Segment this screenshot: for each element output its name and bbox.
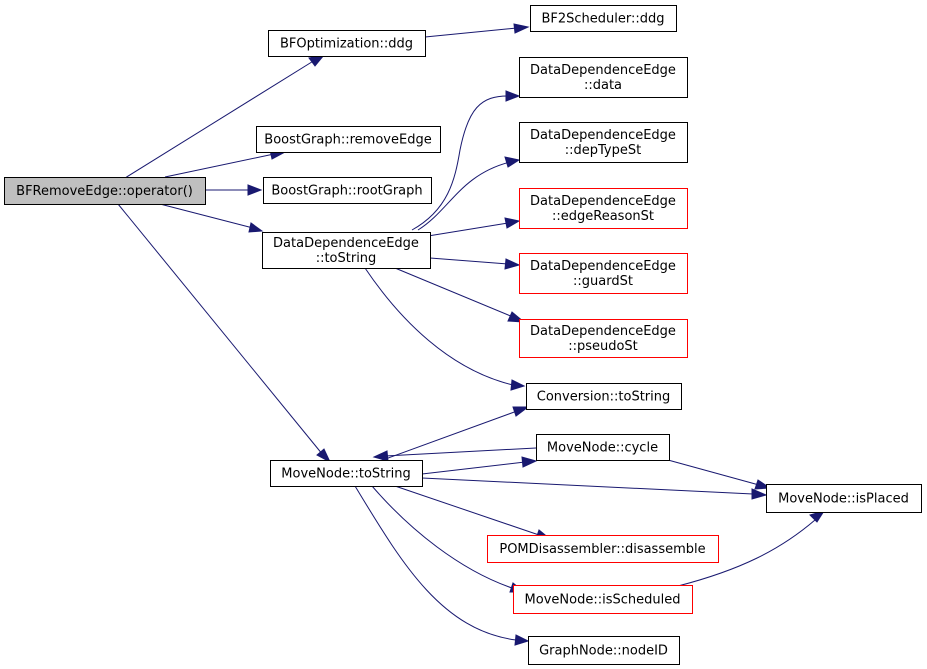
edge-mnodetostring-pomdis	[394, 485, 540, 536]
edge-root-bfopt	[124, 59, 316, 179]
edge-root-mnodetostring	[117, 203, 324, 456]
node-label: BoostGraph::rootGraph	[271, 184, 422, 199]
edge-ddetostring-ddeguard	[429, 257, 509, 265]
edge-root-bgremove	[164, 153, 275, 178]
node-datadependenceedge-data[interactable]: DataDependenceEdge::data	[519, 57, 688, 98]
node-datadependenceedge-tostring[interactable]: DataDependenceEdge::toString	[262, 232, 431, 269]
node-box[interactable]	[530, 5, 677, 32]
node-box[interactable]	[4, 177, 206, 205]
node-datadependenceedge-guardst[interactable]: DataDependenceEdge::guardSt	[519, 253, 688, 294]
arrowhead-mnodecycle	[521, 456, 538, 468]
node-label: GraphNode::nodeID	[539, 644, 668, 659]
node-box[interactable]	[270, 460, 423, 487]
node-label: BF2Scheduler::ddg	[541, 12, 664, 27]
node-label: ::data	[584, 78, 622, 93]
node-movenode-cycle[interactable]: MoveNode::cycle	[536, 434, 670, 461]
node-label: ::guardSt	[573, 274, 633, 289]
node-boostgraph-removeedge[interactable]: BoostGraph::removeEdge	[256, 126, 441, 153]
node-box[interactable]	[256, 126, 441, 153]
node-label: BFOptimization::ddg	[280, 37, 413, 52]
edge-ddetostring-convtostring	[364, 267, 514, 386]
arrowhead-ddetostring	[248, 222, 264, 233]
edge-mnodetostring-gnodeid	[354, 485, 517, 641]
node-datadependenceedge-pseudost[interactable]: DataDependenceEdge::pseudoSt	[519, 319, 688, 358]
arrowhead-ddedeptype	[504, 156, 521, 168]
node-conversion-tostring[interactable]: Conversion::toString	[526, 383, 682, 410]
node-boostgraph-rootgraph[interactable]: BoostGraph::rootGraph	[263, 177, 432, 204]
node-pomdisassembler-disassemble[interactable]: POMDisassembler::disassemble	[487, 535, 719, 563]
arrowhead-convtostring	[510, 379, 526, 391]
node-label: DataDependenceEdge	[530, 128, 676, 143]
arrowhead-convtostring-2	[512, 406, 530, 417]
node-bfremoveedge-operator[interactable]: BFRemoveEdge::operator()	[4, 177, 206, 205]
node-label: POMDisassembler::disassemble	[499, 542, 705, 557]
node-label: ::edgeReasonSt	[552, 209, 654, 224]
node-box[interactable]	[519, 57, 688, 98]
node-label: ::toString	[316, 251, 377, 266]
arrowhead-ddeedgereason	[504, 217, 521, 229]
node-box[interactable]	[519, 319, 688, 358]
edge-bfopt-bf2	[424, 27, 518, 38]
node-label: BFRemoveEdge::operator()	[16, 184, 193, 199]
node-label: DataDependenceEdge	[530, 259, 676, 274]
node-box[interactable]	[487, 535, 719, 563]
node-box[interactable]	[268, 30, 426, 57]
node-label: ::pseudoSt	[568, 339, 638, 354]
edge-mnodecycle-mnodetostring	[384, 447, 537, 457]
node-datadependenceedge-deptypest[interactable]: DataDependenceEdge::depTypeSt	[519, 122, 688, 163]
node-box[interactable]	[263, 177, 432, 204]
edge-mnodetostring-mnodecycle	[421, 461, 526, 475]
node-box[interactable]	[526, 383, 682, 410]
edge-mnodecycle-mnodeisplaced	[667, 459, 760, 486]
node-bf2scheduler-ddg[interactable]: BF2Scheduler::ddg	[530, 5, 677, 32]
node-label: BoostGraph::removeEdge	[264, 133, 431, 148]
node-label: DataDependenceEdge	[530, 63, 676, 78]
node-label: ::depTypeSt	[565, 143, 641, 158]
node-movenode-tostring[interactable]: MoveNode::toString	[270, 460, 423, 487]
nodes-layer: BFRemoveEdge::operator() BFOptimization:…	[4, 5, 922, 665]
edge-ddetostring-ddepseudo	[394, 267, 514, 318]
edge-root-ddetostring	[159, 203, 254, 229]
node-box[interactable]	[513, 585, 693, 614]
node-label: DataDependenceEdge	[530, 324, 676, 339]
node-box[interactable]	[519, 122, 688, 163]
arrowhead-ddedata	[505, 90, 521, 102]
node-box[interactable]	[528, 636, 680, 665]
node-box[interactable]	[519, 253, 688, 294]
node-box[interactable]	[766, 484, 922, 513]
node-box[interactable]	[519, 188, 688, 229]
edge-mnodetostring-convtostring	[379, 410, 518, 462]
edge-mnodeissched-mnodeisplaced	[677, 519, 816, 587]
edge-mnodetostring-mnodeisplaced	[421, 477, 754, 495]
edge-mnodetostring-mnodeissched	[371, 485, 513, 589]
arrowhead-mnodetostring-back	[372, 450, 389, 462]
node-label: MoveNode::cycle	[547, 441, 658, 456]
edge-ddetostring-ddedata	[411, 95, 511, 231]
node-label: MoveNode::isPlaced	[778, 492, 909, 507]
edge-ddetostring-ddeedgereason	[427, 222, 509, 237]
node-label: Conversion::toString	[537, 390, 671, 405]
node-bfoptimization-ddg[interactable]: BFOptimization::ddg	[268, 30, 426, 57]
node-label: MoveNode::toString	[281, 467, 410, 482]
arrowhead-gnodeid	[514, 634, 530, 646]
arrowhead-mnodetostring	[316, 448, 332, 464]
node-datadependenceedge-edgereasonst[interactable]: DataDependenceEdge::edgeReasonSt	[519, 188, 688, 229]
arrowhead-ddeguard	[504, 258, 521, 270]
node-label: DataDependenceEdge	[273, 236, 419, 251]
arrowhead-bf2	[513, 23, 530, 34]
node-movenode-isplaced[interactable]: MoveNode::isPlaced	[766, 484, 922, 513]
arrowhead-bgroot	[247, 184, 263, 196]
node-box[interactable]	[536, 434, 670, 461]
edges-layer	[117, 27, 816, 641]
node-box[interactable]	[262, 232, 431, 269]
arrowhead-mnodeisplaced-2	[751, 488, 768, 500]
edge-ddetostring-ddedeptype	[417, 161, 511, 231]
node-graphnode-nodeid[interactable]: GraphNode::nodeID	[528, 636, 680, 665]
node-label: DataDependenceEdge	[530, 194, 676, 209]
node-label: MoveNode::isScheduled	[525, 593, 681, 608]
node-movenode-isscheduled[interactable]: MoveNode::isScheduled	[513, 585, 693, 614]
